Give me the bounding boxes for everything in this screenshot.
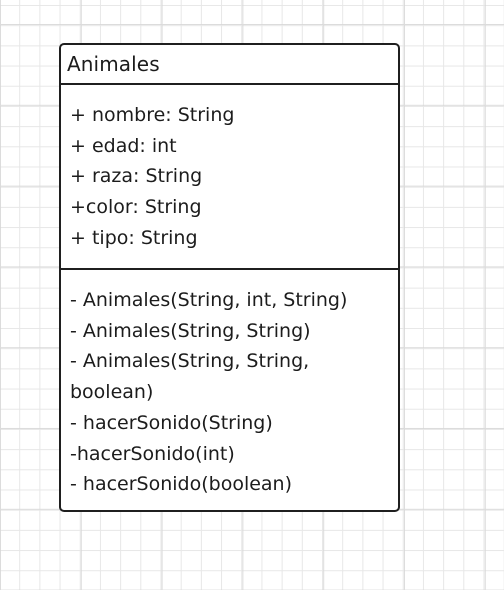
class-name-header: Animales <box>61 45 398 85</box>
method-animales-string-int-string: - Animales(String, int, String) <box>70 289 348 311</box>
uml-class-box[interactable]: Animales + nombre: String + edad: int + … <box>59 43 400 512</box>
class-name: Animales <box>67 52 160 76</box>
method-animales-string-string: - Animales(String, String) <box>70 319 311 342</box>
method-hacersonido-boolean: - hacerSonido(boolean) <box>70 473 293 496</box>
attribute-nombre: + nombre: String <box>70 104 235 126</box>
attributes-section: + nombre: String + edad: int + raza: Str… <box>61 85 398 270</box>
methods-section: - Animales(String, int, String) - Animal… <box>61 270 398 500</box>
attribute-raza: + raza: String <box>70 165 203 188</box>
attribute-edad: + edad: int <box>70 134 177 157</box>
attribute-color: +color: String <box>70 196 202 219</box>
method-hacersonido-int: -hacerSonido(int) <box>70 442 235 465</box>
method-animales-string-string-boolean: - Animales(String, String, boolean) <box>70 350 310 404</box>
attribute-tipo: + tipo: String <box>70 226 198 249</box>
method-hacersonido-string: - hacerSonido(String) <box>70 411 273 434</box>
